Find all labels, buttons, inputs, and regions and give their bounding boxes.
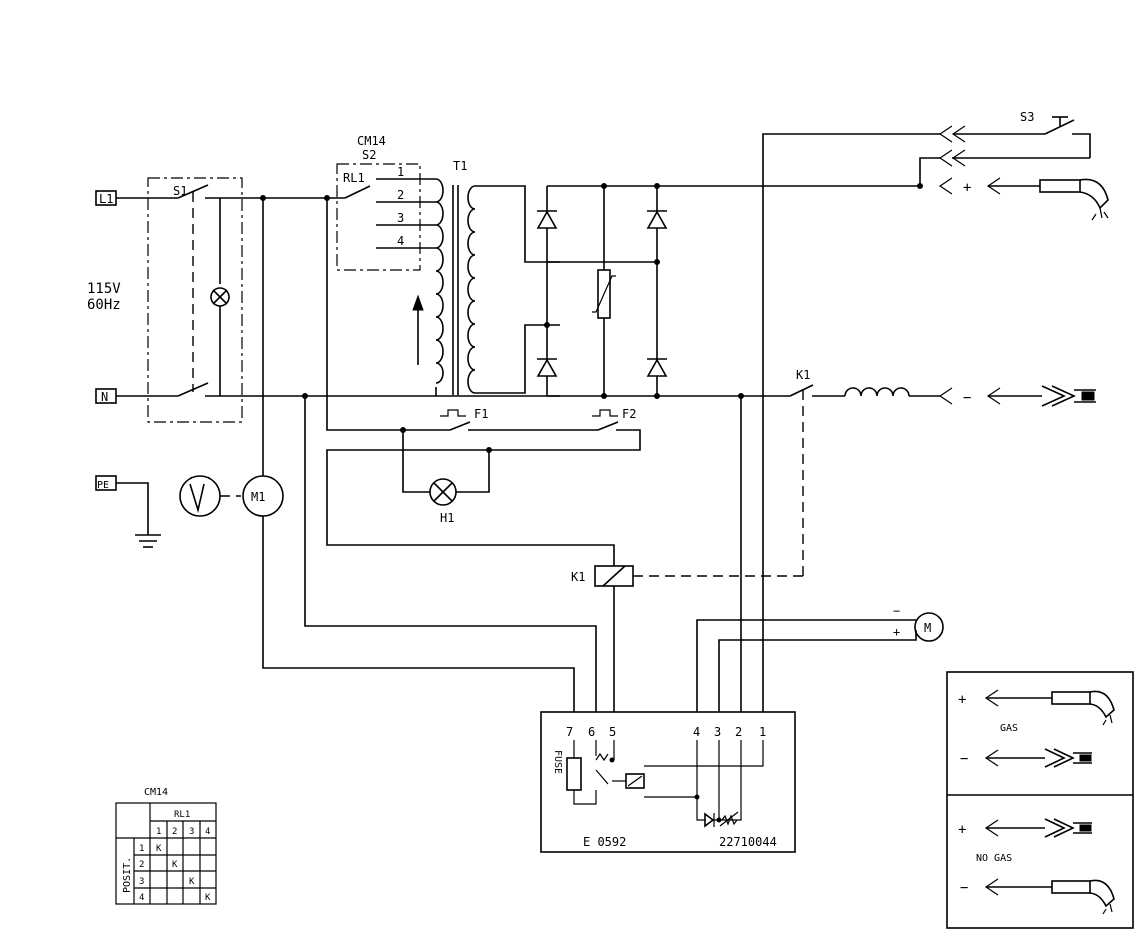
inductor-coil: [844, 387, 940, 397]
cm14-table-cell: K: [156, 844, 162, 854]
pcb-pin-1: 1: [759, 725, 766, 739]
cm14-table-pos-4: 4: [139, 893, 144, 903]
cm14-table-pos-1: 1: [139, 844, 144, 854]
cm14-table-cell: K: [189, 877, 195, 887]
terminal-n: N: [95, 388, 117, 404]
fuse-f1-label: F1: [474, 407, 488, 421]
control-pcb: 7 6 5 4 3 2 1 FUSE E 0592 22710044: [540, 711, 796, 853]
cm14-tap-1: 1: [397, 165, 404, 179]
legend-no-gas: + NO GAS −: [958, 818, 1115, 915]
terminal-l1-label: L1: [99, 192, 113, 206]
fan-icon: [179, 475, 221, 517]
pcb-code: E 0592: [583, 835, 626, 849]
cm14-table-pos-2: 2: [139, 860, 144, 870]
cm14-table-row-header: POSIT.: [122, 857, 133, 893]
cm14-tap-2: 2: [397, 188, 404, 202]
output-plus: +: [963, 180, 971, 196]
cm14-table-header: RL1: [174, 810, 190, 820]
switch-s1: S1: [116, 177, 560, 423]
pcb-pin-3: 3: [714, 725, 721, 739]
contactor-coil-label: K1: [571, 570, 585, 584]
pcb-pin-7: 7: [566, 725, 573, 739]
cm14-table-col-2: 2: [172, 827, 177, 837]
cm14-table-cell: K: [172, 860, 178, 870]
wire-feed-motor: M − +: [696, 604, 944, 712]
legend-nogas-label: NO GAS: [976, 853, 1012, 864]
wire-motor-minus: −: [893, 604, 900, 618]
switch-s3: S3: [938, 110, 1091, 158]
pcb-pin-4: 4: [693, 725, 700, 739]
wire-motor-plus: +: [893, 625, 900, 639]
cm14-table-title: CM14: [144, 787, 168, 798]
cm14-tap-3: 3: [397, 211, 404, 225]
torch-icon: [1039, 178, 1109, 221]
pcb-pin-5: 5: [609, 725, 616, 739]
cm14-table-pos-3: 3: [139, 877, 144, 887]
pcb-part-number: 22710044: [719, 835, 777, 849]
fuse-f1: F1: [440, 407, 598, 431]
supply-voltage: 115V: [87, 281, 121, 297]
cm14-table-col-3: 3: [189, 827, 194, 837]
bridge-rectifier: [536, 185, 920, 397]
cm14-table-col-1: 1: [156, 827, 161, 837]
ground-symbol: [116, 482, 161, 548]
wire-motor-label: M: [924, 621, 931, 635]
lamp-h1-label: H1: [440, 511, 454, 525]
transformer-t1: T1: [412, 159, 476, 396]
terminal-pe-label: PE: [97, 480, 109, 491]
fuse-f2: F2: [326, 407, 641, 566]
cm14-tap-4: 4: [397, 234, 404, 248]
cm14-table-cell: K: [205, 893, 211, 903]
lamp-h1: H1: [402, 430, 490, 525]
pcb-pin-6: 6: [588, 725, 595, 739]
cm14-table-col-4: 4: [205, 827, 210, 837]
legend-gas-plus: +: [958, 692, 966, 708]
contactor-k1-coil: K1: [571, 565, 803, 712]
switch-s3-label: S3: [1020, 110, 1034, 124]
terminal-l1: L1: [95, 190, 117, 206]
terminal-n-label: N: [101, 390, 108, 404]
legend-gas-label: GAS: [1000, 723, 1018, 734]
legend-nogas-plus: +: [958, 822, 966, 838]
switch-s1-label: S1: [173, 184, 187, 198]
legend-nogas-minus: −: [960, 880, 968, 896]
pcb-pin-2: 2: [735, 725, 742, 739]
cm14-relay-label: RL1: [343, 171, 365, 185]
cm14-selector: CM14 S2 RL1 1 2 3 4: [336, 134, 436, 271]
fuse-f2-label: F2: [622, 407, 636, 421]
supply-frequency: 60Hz: [87, 297, 121, 313]
cm14-sub: S2: [362, 148, 376, 162]
output-minus: −: [963, 390, 971, 406]
polarity-legend: + GAS − + NO GAS −: [946, 671, 1134, 929]
transformer-label: T1: [453, 159, 467, 173]
terminal-pe: PE: [95, 475, 117, 491]
pcb-fuse-label: FUSE: [552, 750, 563, 774]
earth-clamp-icon: [1041, 385, 1096, 407]
contactor-k1-contact: K1: [789, 368, 845, 576]
fan-motor-label: M1: [251, 490, 265, 504]
fan-motor-m1: M1: [242, 475, 284, 517]
cm14-title: CM14: [357, 134, 386, 148]
legend-gas: + GAS −: [958, 689, 1115, 768]
contactor-contact-label: K1: [796, 368, 810, 382]
legend-gas-minus: −: [960, 751, 968, 767]
